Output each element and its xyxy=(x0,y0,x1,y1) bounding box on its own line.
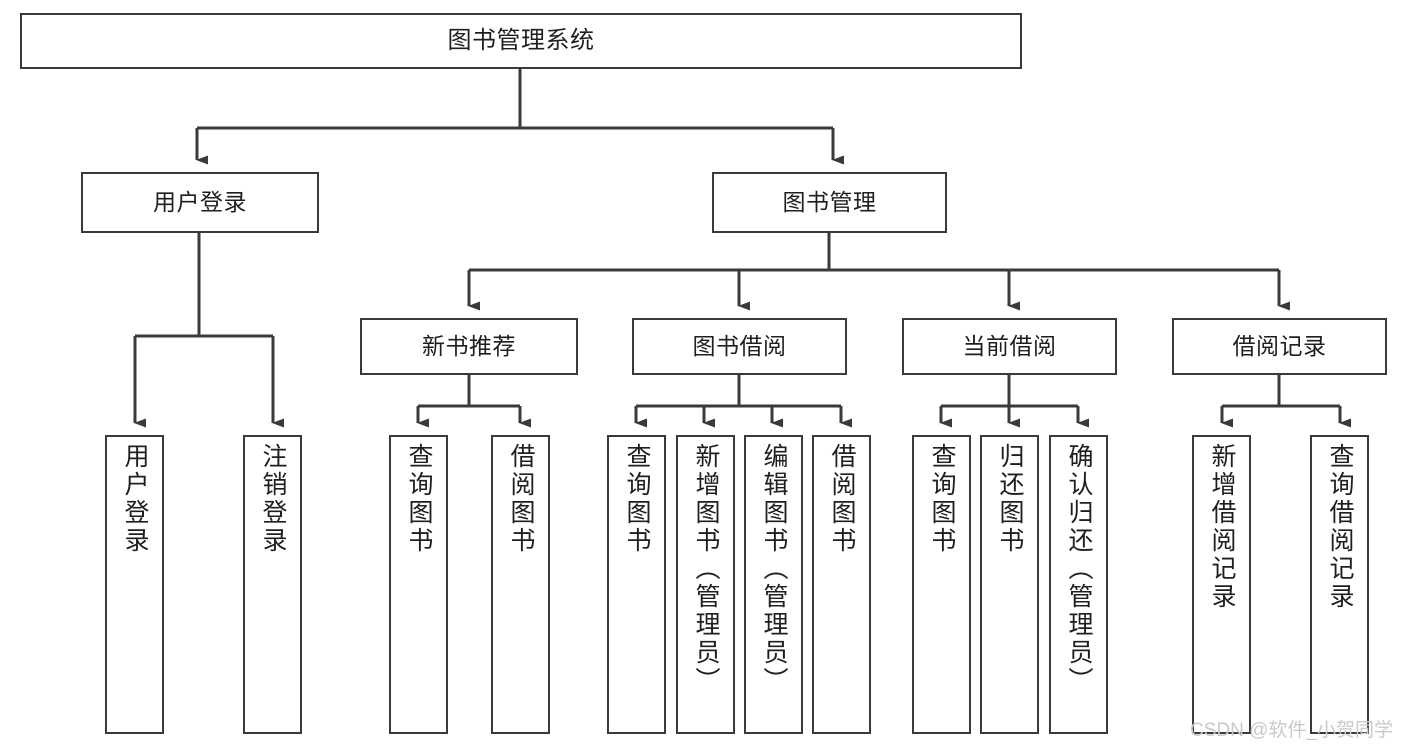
leaf-new-book-borrow[interactable]: 借阅图书 xyxy=(491,435,550,734)
node-label: 用户登录 xyxy=(153,188,247,215)
node-label: 注销登录 xyxy=(259,443,287,555)
leaf-user-login-signin[interactable]: 用户登录 xyxy=(105,435,164,734)
node-label: 用户登录 xyxy=(121,443,149,555)
node-borrow-record[interactable]: 借阅记录 xyxy=(1172,318,1387,375)
node-label: 当前借阅 xyxy=(962,332,1057,359)
node-current-borrow[interactable]: 当前借阅 xyxy=(902,318,1117,375)
node-label: 图书管理 xyxy=(782,188,877,215)
node-label: 新增借阅记录 xyxy=(1208,443,1236,611)
leaf-record-query[interactable]: 查询借阅记录 xyxy=(1310,435,1369,734)
leaf-current-confirm-return[interactable]: 确认归还（管理员） xyxy=(1049,435,1108,734)
node-label: 查询图书 xyxy=(928,443,956,555)
csdn-watermark: CSDN @软件_小贺同学 xyxy=(1190,720,1393,741)
node-label: 新增图书（管理员） xyxy=(692,443,720,695)
node-label: 新书推荐 xyxy=(422,332,516,359)
node-label: 查询图书 xyxy=(405,443,433,555)
node-label: 借阅记录 xyxy=(1232,332,1327,359)
node-book-management[interactable]: 图书管理 xyxy=(712,172,947,233)
node-label: 图书借阅 xyxy=(692,332,787,359)
node-label: 查询借阅记录 xyxy=(1326,443,1354,611)
node-label: 确认归还（管理员） xyxy=(1065,443,1093,695)
node-label: 查询图书 xyxy=(623,443,651,555)
node-root-system[interactable]: 图书管理系统 xyxy=(20,13,1022,69)
node-new-book-recommend[interactable]: 新书推荐 xyxy=(360,318,578,375)
leaf-user-login-signout[interactable]: 注销登录 xyxy=(243,435,302,734)
node-label: 借阅图书 xyxy=(828,443,856,555)
leaf-current-query-book[interactable]: 查询图书 xyxy=(912,435,971,734)
leaf-borrow-add-book[interactable]: 新增图书（管理员） xyxy=(676,435,735,734)
leaf-record-add[interactable]: 新增借阅记录 xyxy=(1192,435,1251,734)
leaf-borrow-query-book[interactable]: 查询图书 xyxy=(607,435,666,734)
node-book-borrow[interactable]: 图书借阅 xyxy=(632,318,847,375)
leaf-current-return-book[interactable]: 归还图书 xyxy=(980,435,1039,734)
leaf-borrow-edit-book[interactable]: 编辑图书（管理员） xyxy=(744,435,803,734)
node-label: 编辑图书（管理员） xyxy=(760,443,788,695)
node-label: 借阅图书 xyxy=(507,443,535,555)
leaf-borrow-borrow-book[interactable]: 借阅图书 xyxy=(812,435,871,734)
node-label: 图书管理系统 xyxy=(447,26,595,54)
leaf-new-book-query[interactable]: 查询图书 xyxy=(389,435,448,734)
node-label: 归还图书 xyxy=(996,443,1024,555)
node-user-login[interactable]: 用户登录 xyxy=(81,172,319,233)
